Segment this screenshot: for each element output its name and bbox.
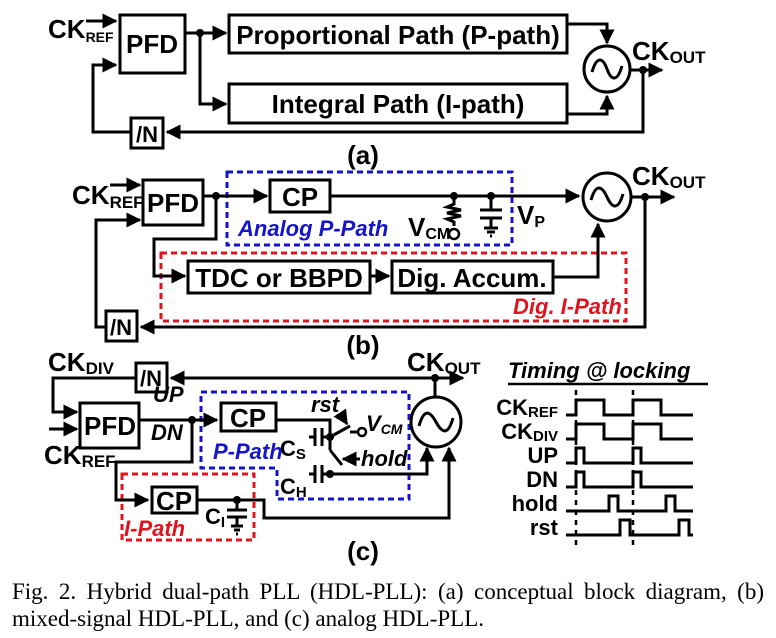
b-cp-label: CP xyxy=(282,182,318,212)
b-dig-i-path-label: Dig. I-Path xyxy=(513,294,622,319)
c-ch-capacitor xyxy=(309,465,330,483)
c-rst-label: rst xyxy=(311,392,341,417)
a-p-path-block xyxy=(227,13,569,55)
timing-wave-hold xyxy=(566,494,693,513)
c-vcm-label: VCM xyxy=(366,411,403,437)
c-pfd-block xyxy=(78,401,141,450)
c-cp-i-label: CP xyxy=(156,486,192,516)
c-cp-p-block xyxy=(219,401,278,433)
timing-wave-ckref xyxy=(566,398,693,417)
a-ckref-label: CKREF xyxy=(48,14,114,45)
timing-label-ckdiv: CKDIV xyxy=(501,419,558,445)
c-rst-switch xyxy=(329,424,351,439)
b-analog-p-path-label: Analog P-Path xyxy=(237,216,388,241)
a-i-path-block xyxy=(227,82,569,125)
panel-a: CKREF PFD Proportional Path (P-path) Int… xyxy=(48,13,706,170)
b-pfd-block xyxy=(141,178,205,227)
c-i-path-label: I-Path xyxy=(124,516,185,541)
c-p-path-label: P-Path xyxy=(213,439,283,464)
a-i-path-label: Integral Path (I-path) xyxy=(272,89,525,119)
a-pfd-block xyxy=(118,13,187,75)
pll-figure: CKREF PFD Proportional Path (P-path) Int… xyxy=(44,13,708,566)
panel-b: CKREF PFD CP Analog P-Path VCM VP CKOUT … xyxy=(72,161,706,360)
c-i-path-box xyxy=(120,472,256,542)
b-pfd-label: PFD xyxy=(147,188,199,218)
timing-label-up: UP xyxy=(527,443,558,468)
c-ci-capacitor xyxy=(227,500,247,536)
c-panel-label: (c) xyxy=(347,536,379,566)
a-panel-label: (a) xyxy=(347,140,379,170)
c-pfd-label: PFD xyxy=(84,411,136,441)
b-tdc-label: TDC or BBPD xyxy=(195,263,363,293)
c-ckdiv-label: CKDIV xyxy=(48,347,115,378)
b-ckout-label: CKOUT xyxy=(632,161,706,192)
b-dig-i-path-box xyxy=(159,251,628,323)
timing-title: Timing @ locking xyxy=(508,358,691,383)
c-ckref-label: CKREF xyxy=(44,440,116,471)
c-cs-label: CS xyxy=(280,436,306,463)
a-ckout-label: CKOUT xyxy=(632,36,706,67)
c-ci-label: CI xyxy=(205,504,225,531)
b-vp-label: VP xyxy=(517,200,545,231)
timing-label-rst: rst xyxy=(530,515,559,540)
b-resistor xyxy=(442,196,462,226)
a-divider-label: /N xyxy=(136,122,158,147)
b-capacitor xyxy=(480,196,502,238)
panel-c: CKDIV /N CKOUT PFD CKREF UP DN CP P-Path… xyxy=(44,347,481,566)
b-vcm-label: VCM xyxy=(408,212,450,243)
c-hold-switch xyxy=(328,449,344,466)
c-cp-p-label: CP xyxy=(230,403,266,433)
c-up-label: UP xyxy=(153,382,184,407)
c-cs-capacitor xyxy=(309,428,330,446)
c-dn-label: DN xyxy=(151,420,184,445)
timing-wave-dn xyxy=(566,470,693,489)
b-tdc-block xyxy=(186,259,372,295)
figure-caption: Fig. 2. Hybrid dual-path PLL (HDL-PLL): … xyxy=(12,579,764,631)
b-cp-block xyxy=(268,178,332,214)
b-analog-p-path-box xyxy=(225,170,514,247)
timing-label-hold: hold xyxy=(512,491,558,516)
c-divider-label: /N xyxy=(140,366,162,391)
b-accum-block xyxy=(390,259,555,295)
timing-wave-ckdiv xyxy=(566,422,693,441)
b-panel-label: (b) xyxy=(346,330,379,360)
timing-label-dn: DN xyxy=(526,467,558,492)
a-pfd-label: PFD xyxy=(126,29,178,59)
c-p-path-box xyxy=(199,390,411,501)
timing-wave-up xyxy=(566,446,693,465)
timing-wave-rst xyxy=(566,518,693,537)
b-ckref-label: CKREF xyxy=(72,180,144,212)
c-ckout-label: CKOUT xyxy=(407,347,481,378)
timing-label-ckref: CKREF xyxy=(496,395,558,421)
a-p-path-label: Proportional Path (P-path) xyxy=(236,20,560,50)
b-divider-block xyxy=(104,309,139,343)
c-ch-label: CH xyxy=(280,474,307,501)
c-hold-label: hold xyxy=(361,446,408,471)
b-accum-label: Dig. Accum. xyxy=(397,263,546,293)
b-divider-label: /N xyxy=(110,315,132,340)
